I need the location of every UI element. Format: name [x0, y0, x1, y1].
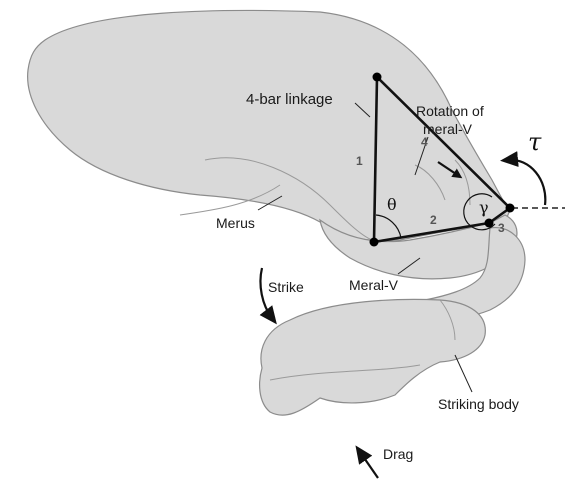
meral-v-label: Meral-V — [349, 277, 399, 293]
joint-right — [506, 204, 515, 213]
rotation-label-line1: Rotation of — [416, 103, 484, 119]
link-2-label: 2 — [430, 213, 437, 227]
striking-body-label: Striking body — [438, 396, 519, 412]
merus-label: Merus — [216, 215, 255, 231]
linkage-label: 4-bar linkage — [246, 91, 333, 108]
joint-top — [373, 73, 382, 82]
rotation-label-line2: meral-V — [423, 121, 473, 137]
gamma-symbol: γ — [479, 198, 489, 217]
link-4-label: 4 — [421, 135, 428, 149]
joint-bottom-right — [485, 219, 494, 228]
link-1-label: 1 — [356, 154, 363, 168]
drag-label: Drag — [383, 446, 413, 462]
link-3-label: 3 — [498, 221, 505, 235]
torque-arrow — [508, 160, 545, 205]
joint-bottom-left — [370, 238, 379, 247]
striking-body-leader — [455, 355, 472, 392]
theta-symbol: θ — [387, 195, 397, 214]
drag-arrow — [360, 452, 378, 478]
torque-symbol: τ — [528, 128, 542, 156]
strike-label: Strike — [268, 279, 304, 295]
